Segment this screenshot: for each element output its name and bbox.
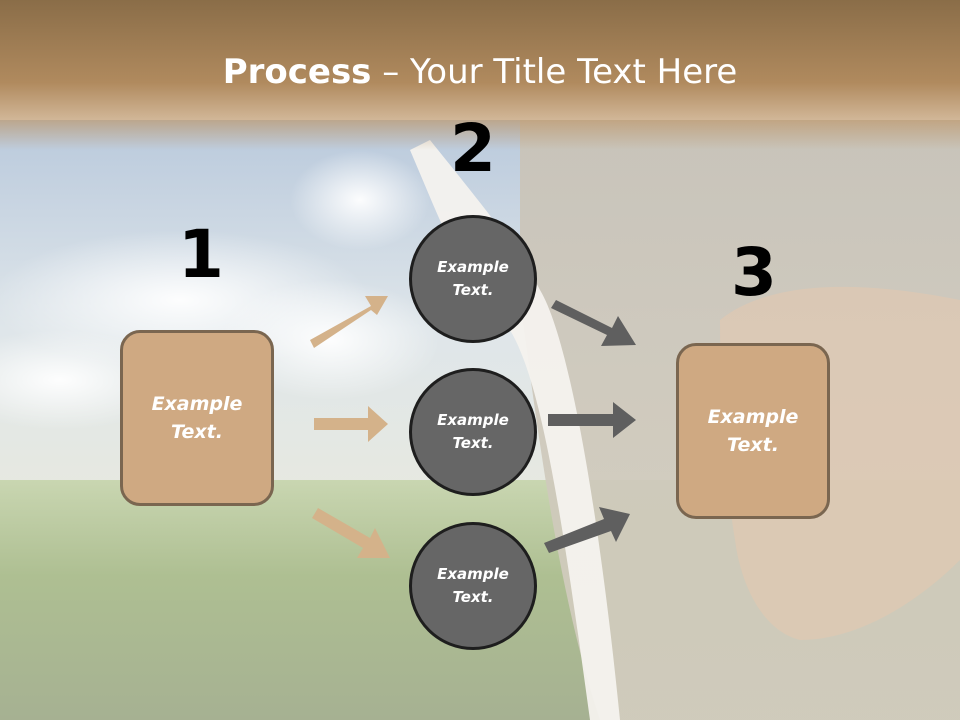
box-1-line1: Example — [151, 392, 243, 415]
circle-top-line1: Example — [437, 257, 509, 276]
gray-arrow-middle — [548, 402, 636, 438]
gray-arrow-lower — [544, 507, 630, 553]
box-3-line1: Example — [707, 405, 799, 428]
title-bold: Process — [222, 52, 372, 92]
title-rest: – Your Title Text Here — [371, 52, 738, 92]
tan-arrow-middle — [314, 406, 388, 442]
step-number-3: 3 — [731, 234, 777, 311]
tan-arrow-upper — [310, 296, 388, 348]
box-3-line2: Text. — [727, 434, 779, 456]
title-band — [0, 0, 960, 150]
circle-middle-line1: Example — [437, 410, 509, 429]
box-1-line2: Text. — [171, 421, 223, 443]
step-number-1: 1 — [178, 216, 224, 293]
step-number-2: 2 — [450, 110, 496, 187]
circle-middle-line2: Text. — [452, 434, 494, 452]
tan-arrow-lower — [312, 508, 390, 558]
circle-bottom-line2: Text. — [452, 588, 494, 606]
circle-bottom-line1: Example — [437, 564, 509, 583]
gray-arrow-upper — [551, 300, 636, 346]
slide-title: Process – Your Title Text Here — [0, 52, 960, 92]
circle-top-line2: Text. — [452, 281, 494, 299]
